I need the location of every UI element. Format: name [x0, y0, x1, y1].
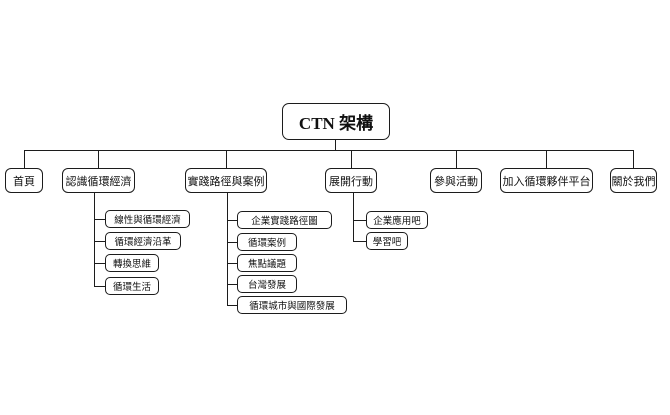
connector-line — [24, 150, 634, 151]
node-circular-cities-international[interactable]: 循環城市與國際發展 — [237, 296, 347, 314]
connector-line — [227, 263, 237, 264]
connector-line — [226, 150, 227, 168]
connector-line — [24, 150, 25, 168]
node-focus-topics[interactable]: 焦點議題 — [237, 254, 297, 272]
connector-line — [98, 150, 99, 168]
node-understand-circular-economy[interactable]: 認識循環經濟 — [62, 168, 135, 193]
connector-line — [94, 193, 95, 286]
connector-line — [353, 193, 354, 241]
node-linear-vs-circular-economy[interactable]: 線性與循環經濟 — [105, 210, 190, 228]
node-join-partner-platform[interactable]: 加入循環夥伴平台 — [500, 168, 593, 193]
node-learning-bar[interactable]: 學習吧 — [366, 232, 408, 250]
node-practice-paths-cases[interactable]: 實踐路徑與案例 — [185, 168, 267, 193]
connector-line — [353, 241, 366, 242]
connector-line — [335, 140, 336, 150]
node-circular-cases[interactable]: 循環案例 — [237, 233, 297, 251]
node-taiwan-development[interactable]: 台灣發展 — [237, 275, 297, 293]
connector-line — [227, 193, 228, 305]
node-take-action[interactable]: 展開行動 — [325, 168, 377, 193]
node-home[interactable]: 首頁 — [5, 168, 43, 193]
connector-line — [353, 220, 366, 221]
connector-line — [94, 286, 105, 287]
node-shift-thinking[interactable]: 轉換思維 — [105, 254, 159, 272]
node-events[interactable]: 參與活動 — [430, 168, 482, 193]
node-root[interactable]: CTN 架構 — [282, 103, 390, 140]
connector-line — [351, 150, 352, 168]
node-circular-economy-history[interactable]: 循環經濟沿革 — [105, 232, 181, 250]
connector-line — [546, 150, 547, 168]
connector-line — [456, 150, 457, 168]
connector-line — [227, 242, 237, 243]
connector-line — [633, 150, 634, 168]
node-corporate-practice-roadmap[interactable]: 企業實踐路徑圖 — [237, 211, 332, 229]
connector-line — [94, 219, 105, 220]
node-circular-living[interactable]: 循環生活 — [105, 277, 159, 295]
connector-line — [227, 305, 237, 306]
connector-line — [94, 241, 105, 242]
connector-line — [227, 284, 237, 285]
node-about-us[interactable]: 關於我們 — [610, 168, 657, 193]
connector-line — [227, 220, 237, 221]
connector-line — [94, 263, 105, 264]
node-corporate-application-bar[interactable]: 企業應用吧 — [366, 211, 428, 229]
